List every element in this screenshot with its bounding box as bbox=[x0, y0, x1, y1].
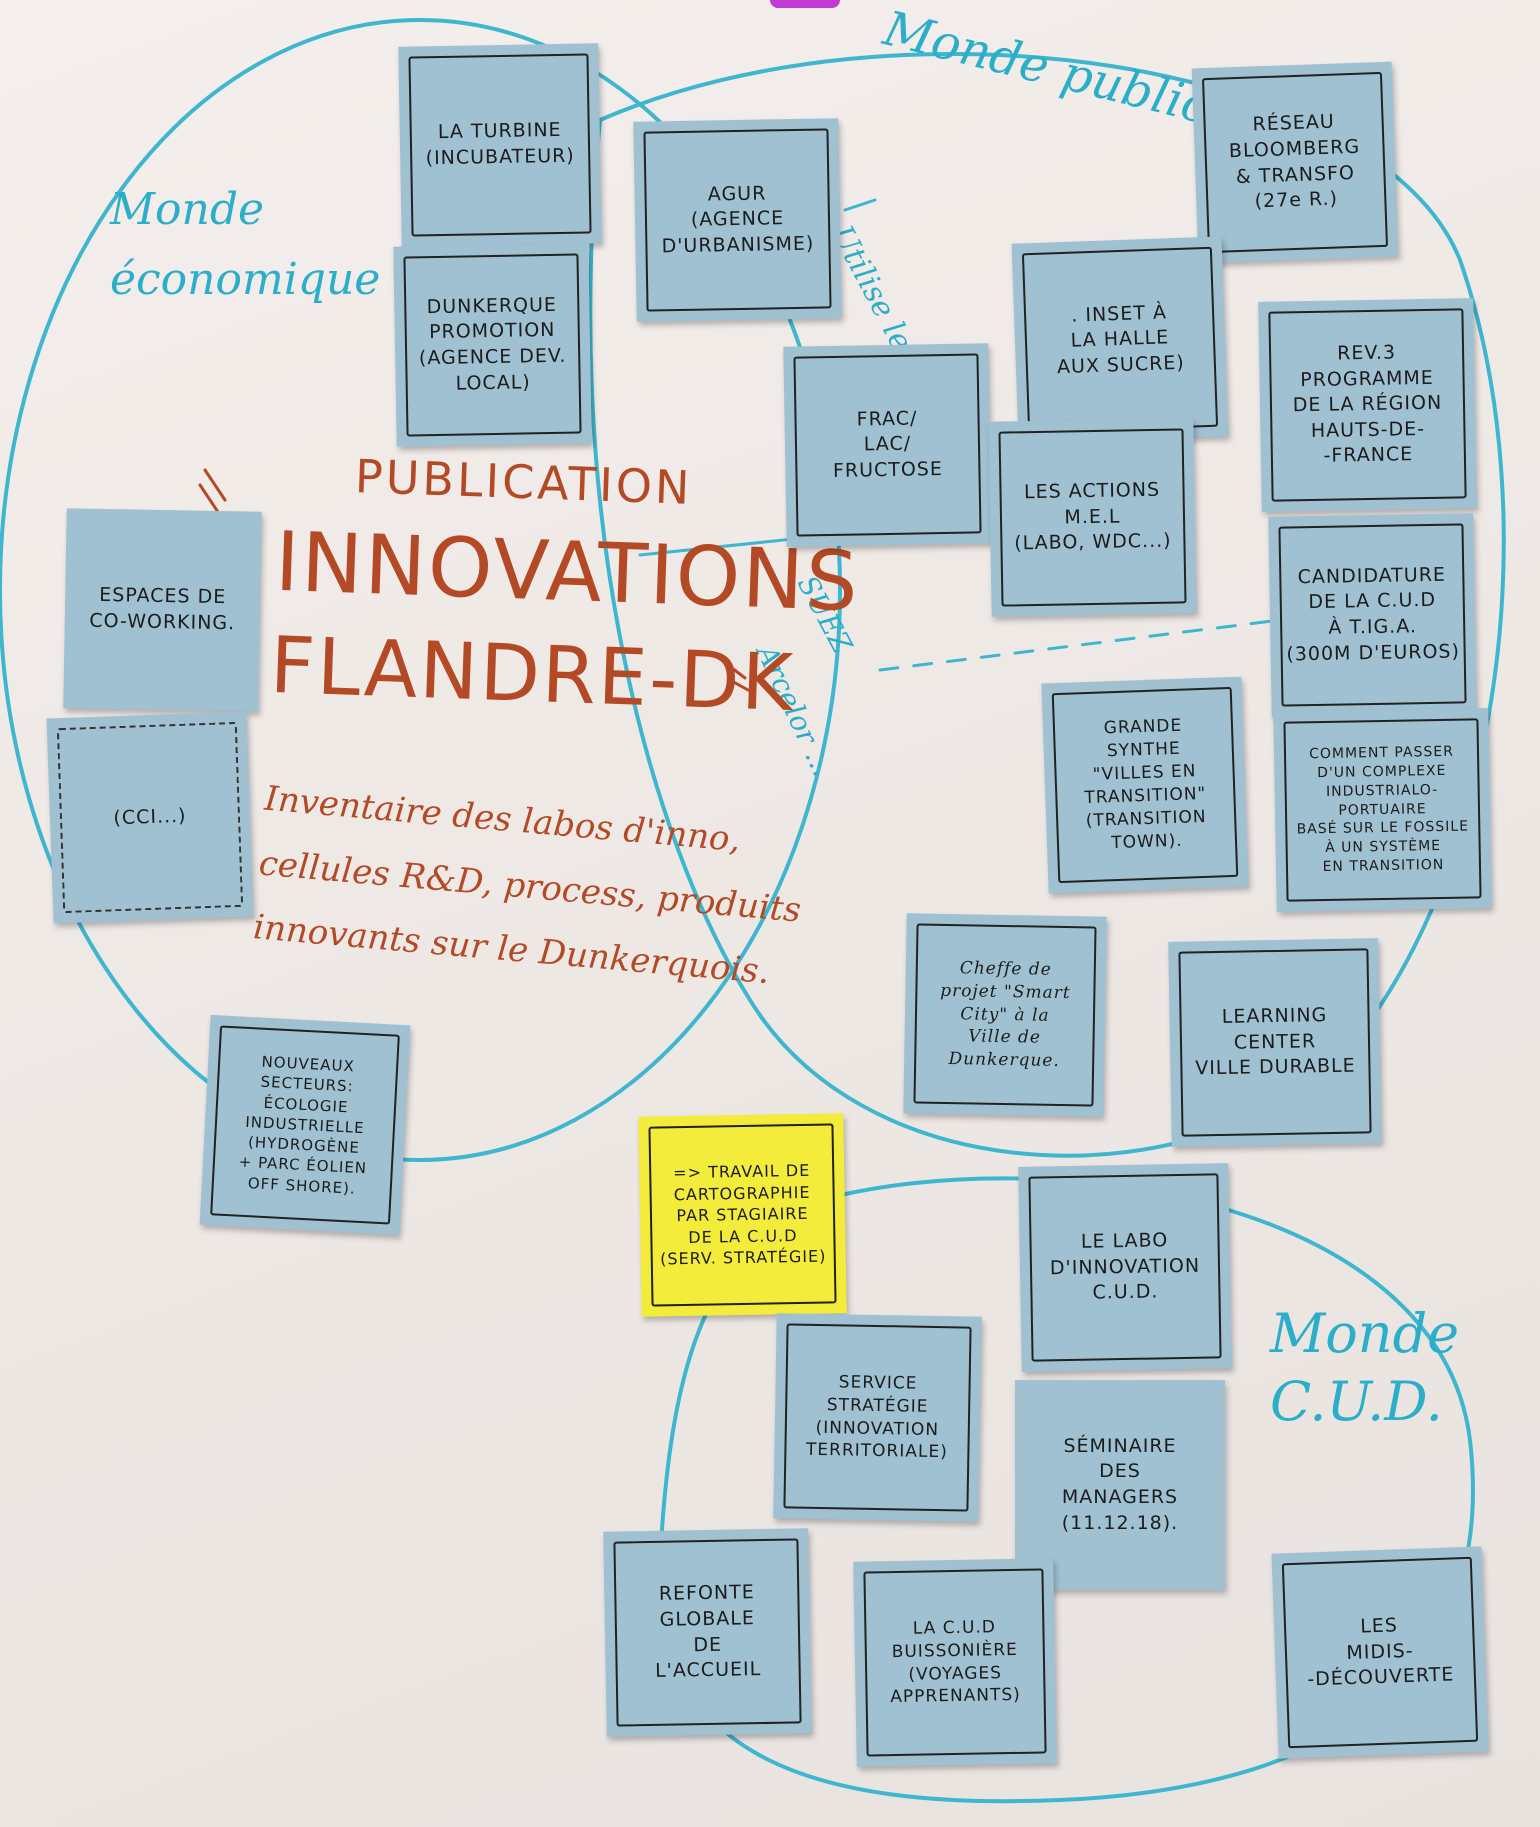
note-grande-synthe: GRANDE SYNTHE "VILLES EN TRANSITION" (TR… bbox=[1041, 676, 1249, 894]
note-agur: AGUR (AGENCE D'URBANISME) bbox=[633, 118, 842, 322]
arrow-line bbox=[843, 198, 877, 212]
note-nouveaux-secteurs: NOUVEAUX SECTEURS: ÉCOLOGIE INDUSTRIELLE… bbox=[199, 1014, 411, 1236]
note-travail-cartographie: => TRAVAIL DE CARTOGRAPHIE PAR STAGIAIRE… bbox=[638, 1113, 847, 1317]
circle-monde-economique bbox=[0, 18, 842, 1162]
label-monde-economique: Monde économique bbox=[110, 184, 381, 306]
note-midis-decouverte: LES MIDIS- -DÉCOUVERTE bbox=[1271, 1546, 1489, 1759]
note-reseau-bloomberg: RÉSEAU BLOOMBERG & TRANSFO (27e R.) bbox=[1191, 61, 1399, 264]
title-innovations: INNOVATIONS bbox=[273, 514, 862, 631]
connector-dashed bbox=[878, 618, 1282, 672]
note-espaces-coworking: ESPACES DE CO-WORKING. bbox=[63, 508, 262, 712]
note-actions-mel: LES ACTIONS M.E.L (LABO, WDC...) bbox=[988, 418, 1197, 617]
note-cci: (CCI...) bbox=[46, 711, 254, 924]
circle-monde-cud bbox=[657, 1176, 1475, 1804]
note-inset: . INSET À LA HALLE AUX SUCRE) bbox=[1011, 236, 1229, 444]
note-service-strategie: SERVICE STRATÉGIE (INNOVATION TERRITORIA… bbox=[773, 1313, 982, 1522]
brown-tick-1 bbox=[198, 468, 227, 514]
note-labo-innovation: LE LABO D'INNOVATION C.U.D. bbox=[1018, 1163, 1232, 1372]
note-rev3: REV.3 PROGRAMME DE LA RÉGION HAUTS-DE- -… bbox=[1258, 298, 1477, 512]
note-cheffe-projet: Cheffe de projet "Smart City" à la Ville… bbox=[903, 913, 1107, 1117]
note-seminaire: SÉMINAIRE DES MANAGERS (11.12.18). bbox=[1015, 1380, 1225, 1590]
note-candidature-cud: CANDIDATURE DE LA C.U.D À T.IG.A. (300M … bbox=[1268, 513, 1477, 717]
note-la-turbine: LA TURBINE (INCUBATEUR) bbox=[398, 43, 602, 247]
note-cud-buissonniere: LA C.U.D BUISSONIÈRE (VOYAGES APPRENANTS… bbox=[853, 1558, 1057, 1767]
title-flandre-dk: FLANDRE-DK bbox=[268, 620, 797, 730]
note-dunkerque-promotion: DUNKERQUE PROMOTION (AGENCE DEV. LOCAL) bbox=[393, 243, 592, 447]
note-learning-center: LEARNING CENTER VILLE DURABLE bbox=[1168, 938, 1382, 1147]
note-frac: FRAC/ LAC/ FRUCTOSE bbox=[783, 343, 992, 547]
brown-tick-2 bbox=[726, 663, 750, 692]
note-comment-passer: COMMENT PASSER D'UN COMPLEXE INDUSTRIALO… bbox=[1273, 708, 1492, 912]
note-refonte: REFONTE GLOBALE DE L'ACCUEIL bbox=[603, 1528, 812, 1737]
magenta-marker bbox=[770, 0, 840, 8]
label-monde-cud: Monde C.U.D. bbox=[1270, 1302, 1460, 1433]
